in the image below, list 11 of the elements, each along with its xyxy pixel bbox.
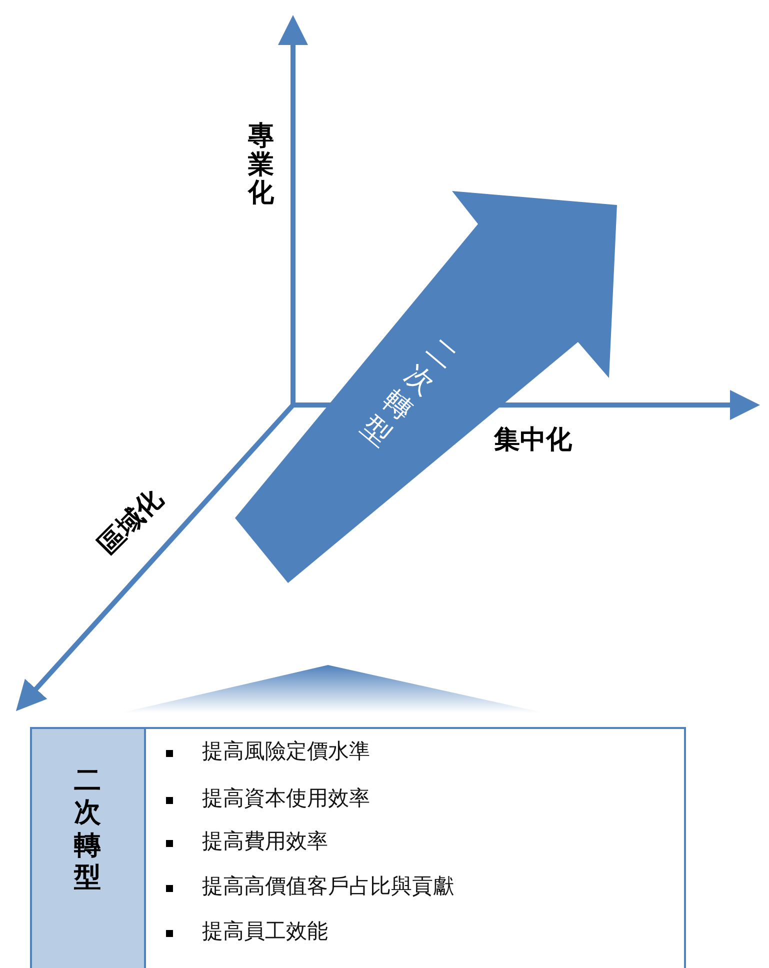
- list-item: 提高員工效能: [202, 918, 328, 945]
- list-item: 提高高價值客戶占比與貢獻: [202, 873, 454, 900]
- axis-label: 集中化: [494, 426, 572, 455]
- axis-label: 區域化: [93, 484, 169, 560]
- list-item: 提高風險定價水準: [202, 738, 370, 765]
- header-cell: 二次轉型: [30, 727, 146, 968]
- list-panel: [144, 727, 686, 968]
- arrow-label: 二次轉型: [355, 332, 463, 453]
- axis-label: 專業化: [248, 122, 274, 208]
- list-item: 提高費用效率: [202, 828, 328, 855]
- list-item: 提高資本使用效率: [202, 785, 370, 812]
